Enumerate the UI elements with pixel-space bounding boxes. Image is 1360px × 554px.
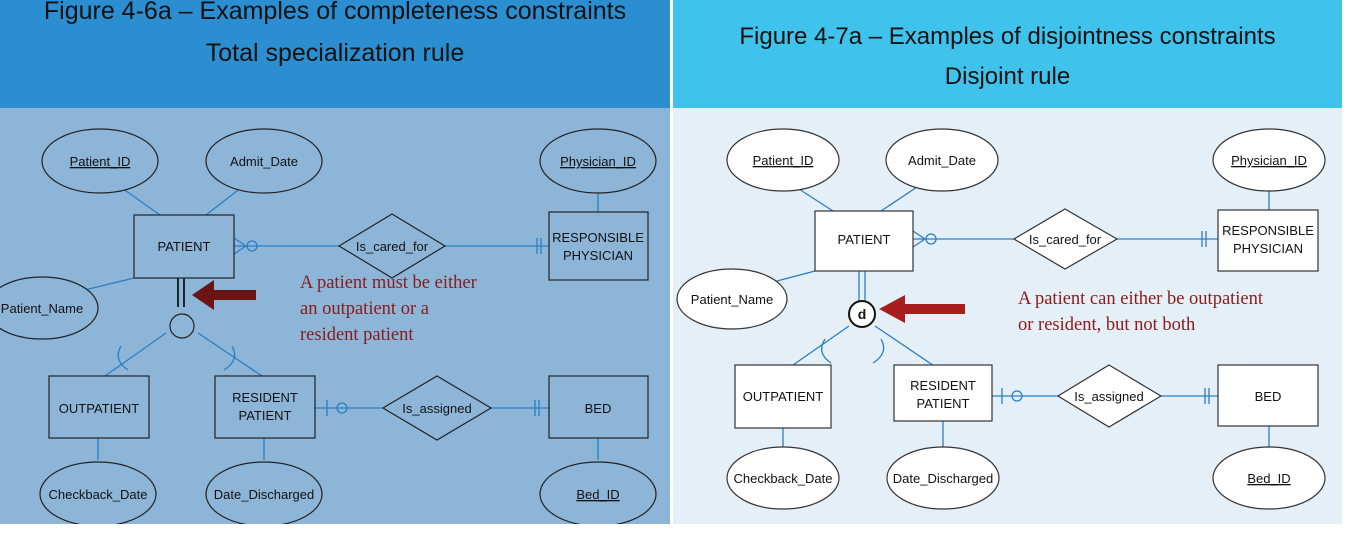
r-attr-physician-id bbox=[1212, 128, 1326, 192]
r-attr-date-discharged bbox=[886, 446, 1000, 510]
r-attr-patient-name-label: Patient_Name bbox=[691, 292, 773, 307]
left-figure-subtitle: Total specialization rule bbox=[205, 39, 465, 67]
attr-date-discharged bbox=[205, 461, 323, 524]
rel-is-assigned-label: Is_assigned bbox=[402, 401, 471, 416]
right-figure-subtitle: Disjoint rule bbox=[944, 63, 1071, 90]
entity-outpatient-label: OUTPATIENT bbox=[59, 401, 139, 416]
r-entity-resident-label-1: RESIDENT bbox=[910, 378, 976, 393]
attr-admit-date bbox=[205, 128, 323, 194]
entity-bed-label: BED bbox=[585, 401, 612, 416]
entity-physician-label-1: RESPONSIBLE bbox=[552, 230, 644, 245]
r-disjoint-circle bbox=[848, 300, 876, 328]
r-pointer-arrow bbox=[879, 295, 965, 323]
rel-is-assigned bbox=[381, 375, 493, 441]
r-entity-patient bbox=[814, 210, 914, 272]
entity-bed bbox=[548, 375, 649, 439]
r-attr-checkback-date bbox=[726, 446, 840, 510]
r-rel-is-assigned-label: Is_assigned bbox=[1074, 389, 1143, 404]
pointer-arrow bbox=[192, 280, 256, 310]
attr-physician-id-label: Physician_ID bbox=[560, 154, 636, 169]
attr-patient-id-label: Patient_ID bbox=[70, 154, 131, 169]
left-figure-header: Figure 4-6a – Examples of completeness c… bbox=[0, 0, 670, 108]
attr-admit-date-label: Admit_Date bbox=[230, 154, 298, 169]
left-figure-panel: Figure 4-6a – Examples of completeness c… bbox=[0, 0, 670, 524]
left-annotation: A patient must be either an outpatient o… bbox=[300, 273, 477, 345]
left-erd-canvas: Patient_ID Admit_Date Physician_ID Patie… bbox=[0, 108, 670, 524]
r-rel-is-assigned bbox=[1056, 364, 1163, 428]
r-attr-admit-date bbox=[885, 128, 999, 192]
attr-date-discharged-label: Date_Discharged bbox=[214, 487, 314, 502]
r-attr-checkback-date-label: Checkback_Date bbox=[734, 471, 833, 486]
entity-patient bbox=[133, 214, 235, 279]
entity-resident-patient bbox=[214, 375, 316, 439]
r-entity-resident-patient bbox=[893, 364, 993, 422]
entity-resident-label-2: PATIENT bbox=[239, 408, 292, 423]
left-figure-title: Figure 4-6a – Examples of completeness c… bbox=[43, 0, 627, 25]
r-rel-is-cared-for-label: Is_cared_for bbox=[1029, 232, 1102, 247]
attr-patient-name bbox=[0, 276, 99, 340]
r-entity-physician-label-1: RESPONSIBLE bbox=[1222, 223, 1314, 238]
r-rel-is-cared-for bbox=[1012, 208, 1119, 270]
attr-checkback-date-label: Checkback_Date bbox=[49, 487, 148, 502]
attr-patient-name-label: Patient_Name bbox=[1, 301, 83, 316]
right-erd-canvas: d Patient_ID Admit_Date Physician_ID Pat… bbox=[673, 108, 1342, 524]
r-entity-physician-label-2: PHYSICIAN bbox=[1233, 241, 1303, 256]
right-figure-panel: Figure 4-7a – Examples of disjointness c… bbox=[673, 0, 1342, 524]
r-attr-date-discharged-label: Date_Discharged bbox=[893, 471, 993, 486]
r-attr-bed-id-label: Bed_ID bbox=[1247, 471, 1290, 486]
line-circle-outpatient bbox=[104, 332, 167, 377]
r-entity-responsible-physician bbox=[1217, 209, 1319, 272]
right-annotation: A patient can either be outpatient or re… bbox=[1018, 289, 1264, 335]
rel-is-cared-for-label: Is_cared_for bbox=[356, 239, 429, 254]
rel-is-cared-for bbox=[337, 213, 447, 279]
r-line-d-outpatient bbox=[782, 325, 850, 373]
attr-bed-id bbox=[539, 461, 657, 524]
right-figure-title: Figure 4-7a – Examples of disjointness c… bbox=[739, 23, 1276, 50]
r-attr-admit-date-label: Admit_Date bbox=[908, 153, 976, 168]
r-attr-bed-id bbox=[1212, 446, 1326, 510]
r-entity-resident-label-2: PATIENT bbox=[917, 396, 970, 411]
attr-patient-id bbox=[41, 128, 159, 194]
attr-physician-id bbox=[539, 128, 657, 194]
r-line-d-resident bbox=[874, 325, 944, 373]
subtype-circle bbox=[169, 313, 195, 339]
r-attr-patient-name bbox=[676, 268, 788, 330]
line-circle-resident bbox=[197, 332, 263, 377]
r-entity-bed-label: BED bbox=[1255, 389, 1282, 404]
entity-resident-label-1: RESIDENT bbox=[232, 390, 298, 405]
right-erd-diagram: d Patient_ID Admit_Date Physician_ID Pat… bbox=[676, 128, 1326, 510]
r-disjoint-symbol: d bbox=[858, 306, 867, 322]
entity-patient-label: PATIENT bbox=[158, 239, 211, 254]
entity-responsible-physician bbox=[548, 211, 649, 281]
r-entity-bed bbox=[1217, 364, 1319, 427]
attr-bed-id-label: Bed_ID bbox=[576, 487, 619, 502]
r-entity-patient-label: PATIENT bbox=[838, 232, 891, 247]
left-erd-diagram: Patient_ID Admit_Date Physician_ID Patie… bbox=[0, 128, 657, 524]
r-attr-patient-id bbox=[726, 128, 840, 192]
right-figure-header: Figure 4-7a – Examples of disjointness c… bbox=[673, 0, 1342, 108]
entity-physician-label-2: PHYSICIAN bbox=[563, 248, 633, 263]
attr-checkback-date bbox=[39, 461, 157, 524]
r-entity-outpatient bbox=[734, 364, 832, 429]
r-attr-physician-id-label: Physician_ID bbox=[1231, 153, 1307, 168]
r-entity-outpatient-label: OUTPATIENT bbox=[743, 389, 823, 404]
r-attr-patient-id-label: Patient_ID bbox=[753, 153, 814, 168]
entity-outpatient bbox=[48, 375, 150, 439]
